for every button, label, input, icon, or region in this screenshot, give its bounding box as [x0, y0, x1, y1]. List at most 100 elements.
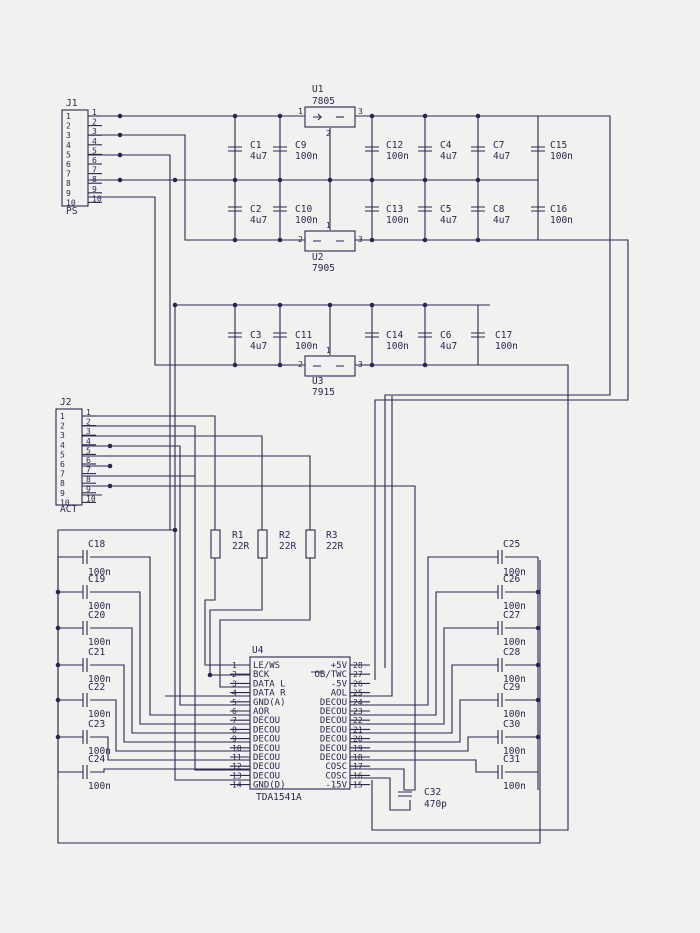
ic-pin-name: DECOU	[253, 771, 280, 781]
svg-text:R1: R1	[232, 530, 244, 541]
svg-text:C11: C11	[295, 330, 312, 341]
svg-text:100n: 100n	[503, 709, 526, 720]
svg-text:4u7: 4u7	[440, 341, 457, 352]
svg-text:100n: 100n	[503, 746, 526, 757]
svg-text:100n: 100n	[88, 781, 111, 792]
signal-wiring	[57, 396, 541, 844]
capacitor-c27: C27 100n	[350, 610, 538, 725]
u3-value: 7915	[312, 387, 335, 398]
svg-text:R2: R2	[279, 530, 290, 541]
svg-text:C15: C15	[550, 140, 567, 151]
ic-pin-name: COSC	[325, 771, 347, 781]
svg-text:1: 1	[326, 221, 331, 230]
j2-pin-label: 10	[60, 498, 70, 507]
j1-pin-label: 10	[66, 198, 76, 207]
j2-ref: J2	[60, 397, 71, 408]
ic-part: TDA1541A	[256, 792, 302, 803]
svg-text:R3: R3	[326, 530, 337, 541]
j1-pin-number: 9	[92, 185, 97, 194]
svg-text:2: 2	[298, 235, 303, 244]
svg-text:C19: C19	[88, 574, 105, 585]
j2-pin-label: 9	[60, 489, 65, 498]
j1-pin-number: 6	[92, 156, 97, 165]
svg-text:C27: C27	[503, 610, 520, 621]
svg-text:100n: 100n	[295, 215, 318, 226]
svg-text:C28: C28	[503, 647, 520, 658]
j1-pin-label: 6	[66, 160, 71, 169]
regulator-u1: U1 7805 1 2 3	[298, 84, 363, 138]
svg-text:4u7: 4u7	[250, 151, 267, 162]
ic-pin-name: AOR	[253, 707, 270, 717]
j1-ref: J1	[66, 98, 78, 109]
svg-text:100n: 100n	[503, 601, 526, 612]
j2-pin-number: 2	[86, 418, 91, 427]
svg-text:C32: C32	[424, 787, 441, 798]
svg-text:1: 1	[326, 346, 331, 355]
svg-text:C6: C6	[440, 330, 452, 341]
j2-pin-number: 1	[86, 408, 91, 417]
svg-text:3: 3	[358, 360, 363, 369]
svg-text:100n: 100n	[386, 341, 409, 352]
ic-pin-name: DECOU	[253, 753, 280, 763]
j1-pin-label: 3	[66, 131, 71, 140]
capacitor-c19: C19 100n	[58, 574, 250, 725]
svg-text:2: 2	[326, 129, 331, 138]
j2-label: ACT	[60, 504, 77, 515]
svg-text:100n: 100n	[386, 215, 409, 226]
ic-pin-name: DECOU	[253, 716, 280, 726]
ic-pin-name: DECOU	[320, 707, 347, 717]
ic-pin-name: -5V	[331, 679, 348, 689]
j2-pin-label: 4	[60, 441, 65, 450]
svg-text:C5: C5	[440, 204, 451, 215]
capacitor-c32: C32 470p	[350, 768, 447, 811]
svg-text:C16: C16	[550, 204, 567, 215]
ic-pin-name: GND(D)	[253, 781, 286, 791]
svg-text:22R: 22R	[279, 541, 296, 552]
j1-pin-label: 9	[66, 189, 71, 198]
svg-text:C1: C1	[250, 140, 262, 151]
ic-pin-name: GND(A)	[253, 698, 286, 708]
svg-text:4u7: 4u7	[493, 215, 510, 226]
svg-text:C20: C20	[88, 610, 105, 621]
ic-pin-name: DECOU	[253, 725, 280, 735]
ic-pin-name: DATA L	[253, 679, 286, 689]
ic-pin-name: DECOU	[253, 735, 280, 745]
svg-text:470p: 470p	[424, 799, 447, 810]
svg-text:C12: C12	[386, 140, 403, 151]
svg-text:C23: C23	[88, 719, 105, 730]
svg-text:100n: 100n	[88, 601, 111, 612]
j1-pin-label: 4	[66, 141, 71, 150]
j1-label: PS	[66, 206, 78, 217]
svg-text:4u7: 4u7	[440, 151, 457, 162]
svg-text:C21: C21	[88, 647, 105, 658]
svg-text:C4: C4	[440, 140, 452, 151]
j2-pin-number: 9	[86, 485, 91, 494]
j2-pin-label: 1	[60, 412, 65, 421]
svg-text:C22: C22	[88, 682, 105, 693]
regulator-u3: 2 1 3 U3 7915	[298, 346, 363, 398]
j2-pin-label: 5	[60, 450, 65, 459]
regulator-u2: 2 1 3 U2 7905	[298, 221, 363, 274]
ic-pin-name: BCK	[253, 670, 270, 680]
svg-text:4u7: 4u7	[250, 215, 267, 226]
svg-text:C18: C18	[88, 539, 105, 550]
